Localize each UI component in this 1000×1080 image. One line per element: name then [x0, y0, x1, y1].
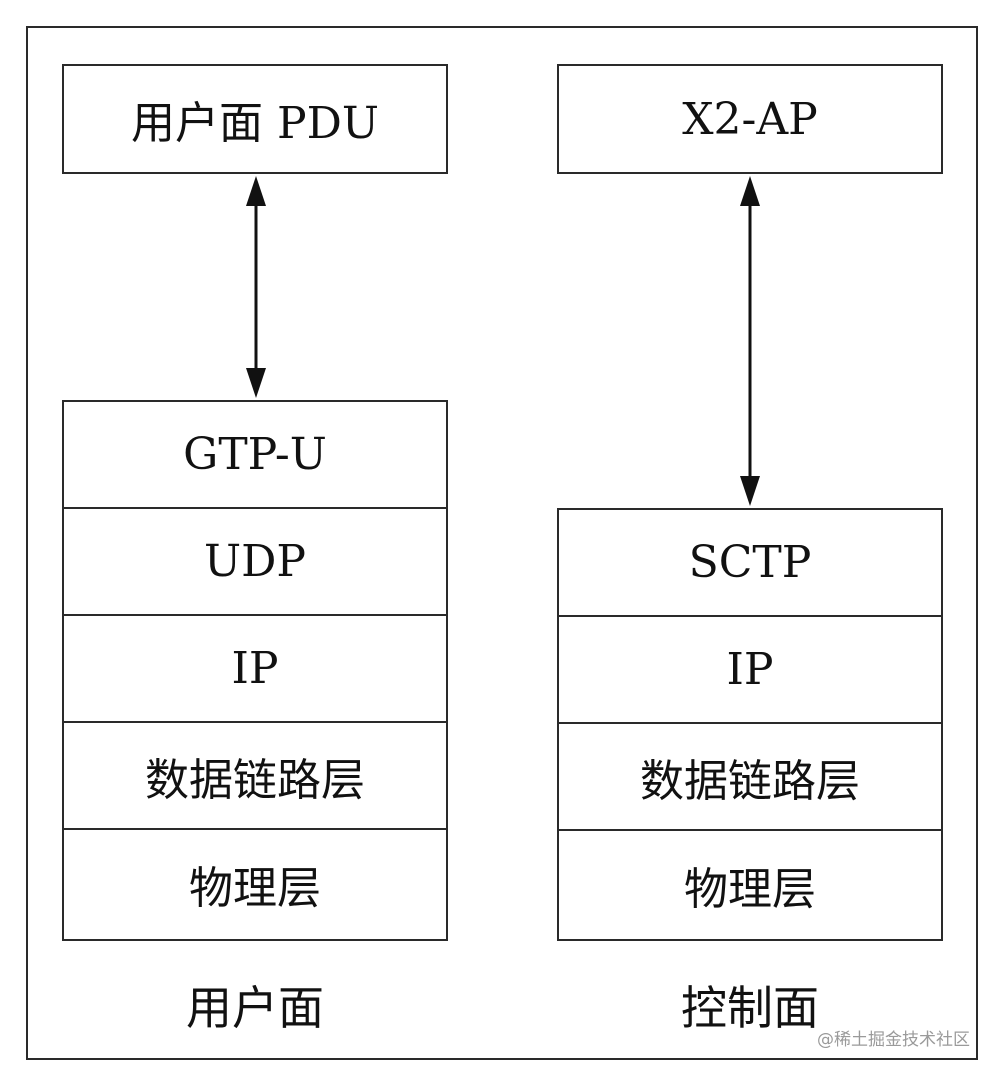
x2-ap-box: X2-AP — [557, 64, 943, 174]
user-plane-double-arrow — [246, 176, 266, 398]
user-plane-layer-data-link: 数据链路层 — [64, 723, 446, 830]
user-plane-layer-udp: UDP — [64, 509, 446, 616]
control-plane-layer-sctp: SCTP — [559, 510, 941, 617]
control-plane-layer-physical: 物理层 — [559, 831, 941, 938]
control-plane-layer-label: 物理层 — [684, 863, 816, 915]
control-plane-protocol-stack: SCTP IP 数据链路层 物理层 — [557, 508, 943, 941]
user-plane-pdu-box: 用户面 PDU — [62, 64, 448, 174]
user-plane-protocol-stack: GTP-U UDP IP 数据链路层 物理层 — [62, 400, 448, 941]
user-plane-pdu-label: 用户面 PDU — [131, 98, 379, 149]
control-plane-layer-label: 数据链路层 — [640, 755, 860, 807]
user-plane-layer-label: 数据链路层 — [145, 754, 365, 806]
control-plane-layer-data-link: 数据链路层 — [559, 724, 941, 831]
user-plane-layer-ip: IP — [64, 616, 446, 723]
user-plane-layer-label: GTP-U — [183, 429, 327, 480]
control-plane-layer-label: SCTP — [688, 537, 812, 588]
control-plane-caption: 控制面 — [681, 981, 819, 1035]
user-plane-layer-physical: 物理层 — [64, 830, 446, 937]
x2-ap-label: X2-AP — [682, 93, 818, 145]
user-plane-layer-gtp-u: GTP-U — [64, 402, 446, 509]
control-plane-layer-label: IP — [726, 644, 774, 695]
user-plane-layer-label: UDP — [204, 536, 306, 587]
user-plane-layer-label: 物理层 — [189, 862, 321, 914]
watermark: @稀土掘金技术社区 — [817, 1030, 970, 1050]
control-plane-layer-ip: IP — [559, 617, 941, 724]
user-plane-layer-label: IP — [231, 643, 279, 694]
diagram-frame — [26, 26, 978, 1060]
control-plane-double-arrow — [740, 176, 760, 506]
user-plane-caption: 用户面 — [186, 981, 324, 1035]
